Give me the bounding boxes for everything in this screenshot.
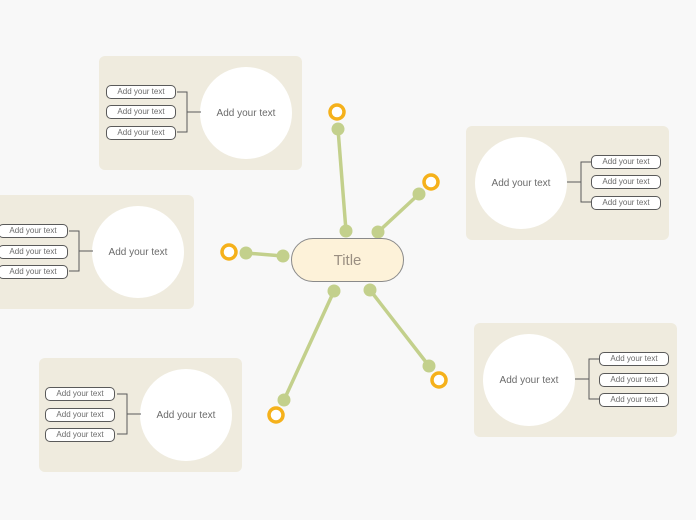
topic-card-4: Add your text Add your text Add your tex… [474, 323, 677, 437]
bracket-3 [567, 161, 591, 203]
spoke-dot-1-0 [371, 225, 385, 239]
topic-node-2[interactable]: Add your text [140, 369, 232, 461]
central-title-node[interactable]: Title [291, 238, 404, 282]
subtopic-0-1[interactable]: Add your text [106, 105, 176, 119]
spoke-end-ring-2[interactable] [220, 243, 238, 261]
subtopic-2-0[interactable]: Add your text [45, 387, 115, 401]
spoke-dot-3-1 [277, 393, 291, 407]
spoke-dot-4-0 [363, 283, 377, 297]
subtopic-0-0[interactable]: Add your text [106, 85, 176, 99]
spoke-dot-0-1 [331, 122, 345, 136]
subtopic-1-0[interactable]: Add your text [0, 224, 68, 238]
bracket-4 [575, 358, 599, 400]
topic-node-4[interactable]: Add your text [483, 334, 575, 426]
spoke-dot-1-1 [412, 187, 426, 201]
topic-node-0[interactable]: Add your text [200, 67, 292, 159]
subtopic-3-1[interactable]: Add your text [591, 175, 661, 189]
topic-node-3[interactable]: Add your text [475, 137, 567, 229]
spoke-line-0 [336, 127, 348, 233]
subtopic-0-2[interactable]: Add your text [106, 126, 176, 140]
spoke-dot-2-1 [239, 246, 253, 260]
topic-node-1[interactable]: Add your text [92, 206, 184, 298]
topic-card-3: Add your text Add your text Add your tex… [466, 126, 669, 240]
spoke-line-3 [282, 289, 336, 402]
topic-card-0: Add your text Add your text Add your tex… [99, 56, 302, 170]
subtopic-3-0[interactable]: Add your text [591, 155, 661, 169]
subtopic-2-2[interactable]: Add your text [45, 428, 115, 442]
spoke-line-4 [368, 288, 431, 368]
bracket-1 [69, 230, 93, 272]
topic-card-2: Add your text Add your text Add your tex… [39, 358, 242, 472]
spoke-dot-2-0 [276, 249, 290, 263]
spoke-dot-3-0 [327, 284, 341, 298]
subtopic-4-0[interactable]: Add your text [599, 352, 669, 366]
spoke-dot-4-1 [422, 359, 436, 373]
spoke-end-ring-1[interactable] [422, 173, 440, 191]
spoke-end-ring-4[interactable] [430, 371, 448, 389]
subtopic-1-1[interactable]: Add your text [0, 245, 68, 259]
topic-card-1: Add your text Add your text Add your tex… [0, 195, 194, 309]
spoke-end-ring-3[interactable] [267, 406, 285, 424]
spoke-end-ring-0[interactable] [328, 103, 346, 121]
subtopic-2-1[interactable]: Add your text [45, 408, 115, 422]
subtopic-4-1[interactable]: Add your text [599, 373, 669, 387]
subtopic-4-2[interactable]: Add your text [599, 393, 669, 407]
subtopic-3-2[interactable]: Add your text [591, 196, 661, 210]
spoke-dot-0-0 [339, 224, 353, 238]
bracket-0 [177, 91, 201, 133]
spoke-line-1 [376, 192, 421, 234]
bracket-2 [117, 393, 141, 435]
subtopic-1-2[interactable]: Add your text [0, 265, 68, 279]
